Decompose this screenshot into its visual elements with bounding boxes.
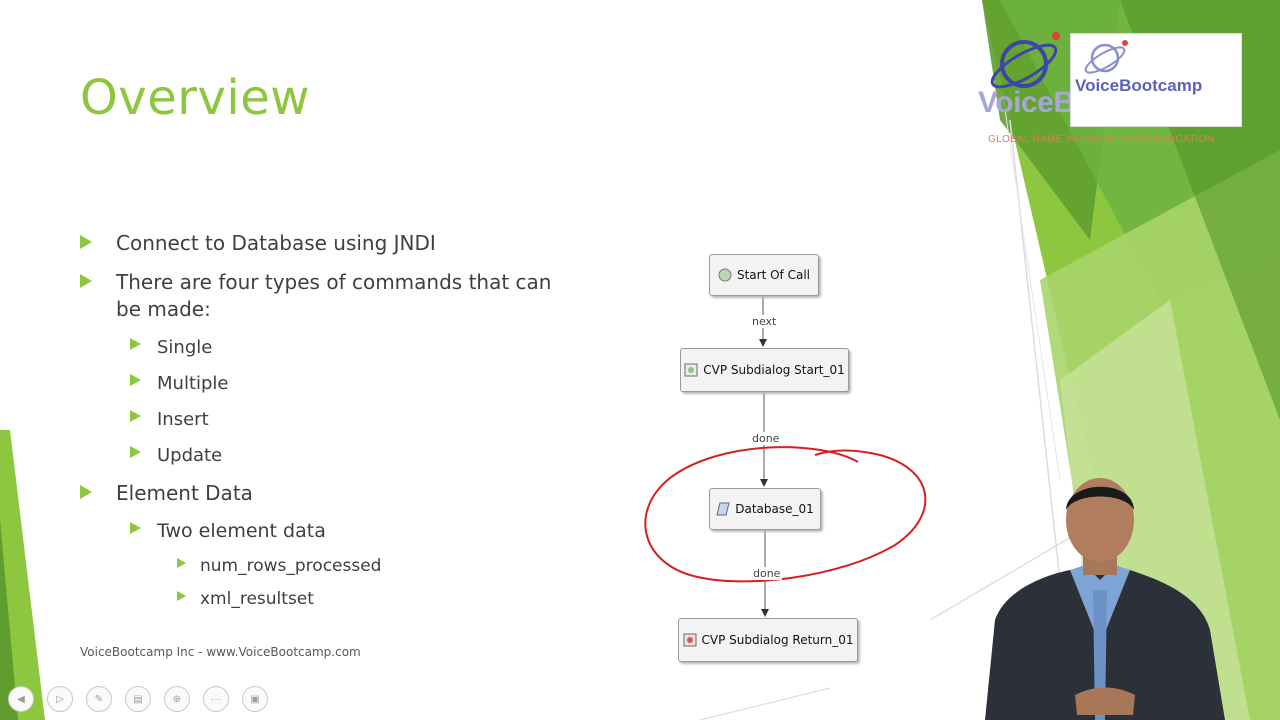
bullet-text: Two element data — [157, 520, 326, 542]
edge-label: done — [751, 567, 783, 580]
pen-tool-icon[interactable]: ✎ — [86, 686, 112, 712]
sub-bullet-item: Multiple — [130, 370, 229, 397]
previous-slide-icon[interactable]: ◀ — [8, 686, 34, 712]
bullet-text: Connect to Database using JNDI — [116, 231, 436, 255]
node-label: CVP Subdialog Start_01 — [703, 363, 845, 377]
bullet-text: Single — [157, 337, 213, 358]
diagram-node-database[interactable]: Database_01 — [709, 488, 821, 530]
node-label: CVP Subdialog Return_01 — [701, 633, 854, 647]
slideshow-controls: ◀ ▷ ✎ ▤ ⊕ ··· ▣ — [8, 686, 268, 712]
bullet-arrow-icon — [80, 485, 92, 499]
slide-title: Overview — [80, 70, 310, 126]
slides-grid-icon[interactable]: ▤ — [125, 686, 151, 712]
diagram-node-subdialog-return[interactable]: CVP Subdialog Return_01 — [678, 618, 858, 662]
start-circle-icon — [718, 268, 732, 282]
globe-logo-icon — [1084, 40, 1128, 74]
sub-bullet-item: Single — [130, 334, 212, 361]
subdialog-start-icon — [684, 363, 698, 377]
subdialog-return-icon — [683, 633, 696, 647]
sub-sub-bullet-item: num_rows_processed — [177, 554, 381, 578]
zoom-icon[interactable]: ⊕ — [164, 686, 190, 712]
bullet-item: Connect to Database using JNDI — [80, 230, 436, 257]
logo-inset-brand-text: VoiceBootcamp — [1075, 76, 1203, 95]
node-label: Start Of Call — [736, 268, 810, 282]
presenter-view-icon[interactable]: ▣ — [242, 686, 268, 712]
edge-label: next — [750, 315, 779, 328]
diagram-node-start-of-call[interactable]: Start Of Call — [709, 254, 819, 296]
sub-bullet-item: Insert — [130, 406, 209, 433]
logo-tagline: GLOBAL NAME IN UNIFIED COMMUNICATION — [988, 134, 1215, 145]
bullet-arrow-icon — [80, 274, 92, 288]
bullet-arrow-icon — [130, 410, 141, 422]
sub-bullet-item: Update — [130, 442, 222, 469]
globe-logo-icon — [990, 32, 1060, 89]
slide-footer: VoiceBootcamp Inc - www.VoiceBootcamp.co… — [80, 645, 361, 659]
bullet-text: num_rows_processed — [200, 556, 382, 576]
bullet-arrow-icon — [177, 558, 186, 568]
bullet-text: xml_resultset — [200, 589, 314, 609]
bullet-item: There are four types of commands that ca… — [80, 269, 580, 323]
database-element-icon — [716, 502, 730, 516]
edge-label: done — [750, 432, 782, 445]
bullet-arrow-icon — [130, 522, 141, 534]
bullet-text: Element Data — [116, 481, 253, 505]
bullet-arrow-icon — [130, 446, 141, 458]
presenter-video-overlay — [985, 478, 1225, 720]
more-options-icon[interactable]: ··· — [203, 686, 229, 712]
bullet-text: Update — [157, 445, 223, 466]
bullet-text: There are four types of commands that ca… — [116, 270, 552, 321]
bullet-text: Multiple — [157, 373, 229, 394]
sub-sub-bullet-item: xml_resultset — [177, 587, 314, 611]
bullet-item: Element Data — [80, 480, 253, 507]
diagram-node-subdialog-start[interactable]: CVP Subdialog Start_01 — [680, 348, 849, 392]
next-slide-icon[interactable]: ▷ — [47, 686, 73, 712]
bullet-arrow-icon — [177, 591, 186, 601]
sub-bullet-item: Two element data — [130, 518, 326, 545]
node-label: Database_01 — [735, 502, 814, 516]
voicebootcamp-logo: VoiceBootcamp VoiceBootcamp GLOBAL NAME … — [978, 28, 1242, 164]
bullet-arrow-icon — [130, 338, 141, 350]
logo-inset-panel: VoiceBootcamp — [1070, 33, 1242, 127]
bullet-arrow-icon — [80, 235, 92, 249]
bullet-arrow-icon — [130, 374, 141, 386]
bullet-text: Insert — [157, 409, 209, 430]
red-annotation-circle — [644, 446, 927, 583]
